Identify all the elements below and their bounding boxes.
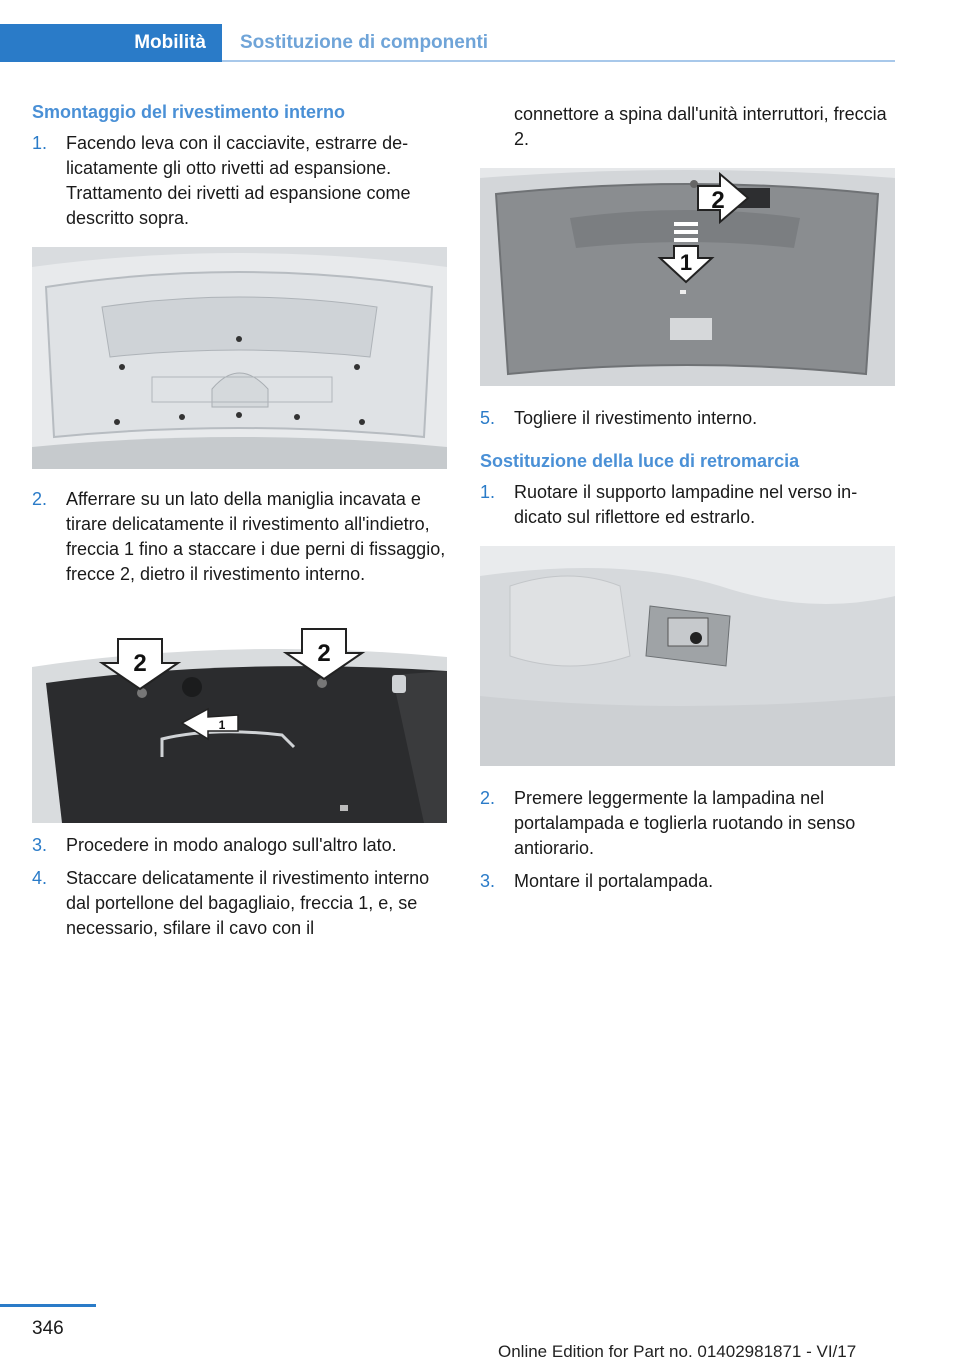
section-heading-reverse-light: Sostituzione della luce di retromarcia <box>480 451 800 471</box>
figure-trunk-lid-rivets <box>32 247 447 469</box>
step-number: 2. <box>480 788 496 808</box>
arrow-2: 2 <box>697 171 750 225</box>
step-number: 2. <box>32 489 48 509</box>
list-item: 3. Montare il portalampada. <box>480 869 895 894</box>
step-continuation: connettore a spina dall'unità interrutto… <box>514 104 887 149</box>
figure-connector-removal: 2 1 <box>480 168 895 386</box>
arrow-1: 1 <box>180 707 239 741</box>
list-item: 1. Ruotare il supporto lampadine nel ver… <box>480 480 895 530</box>
step-text: Facendo leva con il cacciavite, estrarre… <box>66 133 411 228</box>
figure-trim-release: 2 2 1 <box>32 627 447 823</box>
list-item: 3. Procedere in modo analogo sull'altro … <box>32 833 447 858</box>
header-rule <box>222 60 895 62</box>
step-text: Staccare delicatamente il rivestimento i… <box>66 868 430 938</box>
chapter-tab[interactable]: Mobilità <box>0 24 222 62</box>
arrow-1: 1 <box>657 222 715 284</box>
step-number: 5. <box>480 408 496 428</box>
page-number-rule <box>0 1304 96 1307</box>
list-item: 1. Facendo leva con il cacciavite, estra… <box>32 131 447 231</box>
step-number: 3. <box>32 835 48 855</box>
section-title[interactable]: Sostituzione di componenti <box>240 32 489 53</box>
step-text: Premere leggermente la lampadina nel por… <box>514 788 856 858</box>
right-column: connettore a spina dall'unità interrutto… <box>480 102 895 902</box>
arrow-label: 1 <box>219 718 226 732</box>
arrow-label: 2 <box>133 650 146 677</box>
list-item: 5. Togliere il rivestimento interno. <box>480 406 895 431</box>
step-text: Procedere in modo analogo sull'altro lat… <box>66 835 397 855</box>
page-header: Mobilità Sostituzione di componenti <box>0 24 895 62</box>
arrow-label: 2 <box>711 187 724 214</box>
page-footer: 346 Online Edition for Part no. 01402981… <box>0 1302 960 1362</box>
step-number: 3. <box>480 871 496 891</box>
edition-note: Online Edition for Part no. 01402981871 … <box>498 1342 857 1361</box>
step-text: Ruotare il supporto lampadine nel verso … <box>514 482 858 527</box>
arrow-label: 2 <box>317 640 330 667</box>
step-text: Afferrare su un lato della maniglia inca… <box>66 489 446 584</box>
arrow-label: 1 <box>680 250 692 275</box>
step-number: 4. <box>32 868 48 888</box>
section-heading-removal: Smontaggio del rivestimento interno <box>32 102 346 122</box>
step-text: Montare il portalampada. <box>514 871 714 891</box>
step-number: 1. <box>480 482 496 502</box>
arrow-2-right: 2 <box>282 628 366 681</box>
left-column: Smontaggio del rivestimento interno 1. F… <box>32 102 447 949</box>
page-number: 346 <box>32 1318 64 1339</box>
list-item: 4. Staccare delicatamente il rivestiment… <box>32 866 447 941</box>
step-text: Togliere il rivestimento interno. <box>514 408 758 428</box>
list-item: 2. Afferrare su un lato della maniglia i… <box>32 487 447 587</box>
list-item: 2. Premere leggermente la lampadina nel … <box>480 786 895 861</box>
figure-bulb-holder <box>480 546 895 766</box>
arrow-2-left: 2 <box>98 638 182 691</box>
step-number: 1. <box>32 133 48 153</box>
